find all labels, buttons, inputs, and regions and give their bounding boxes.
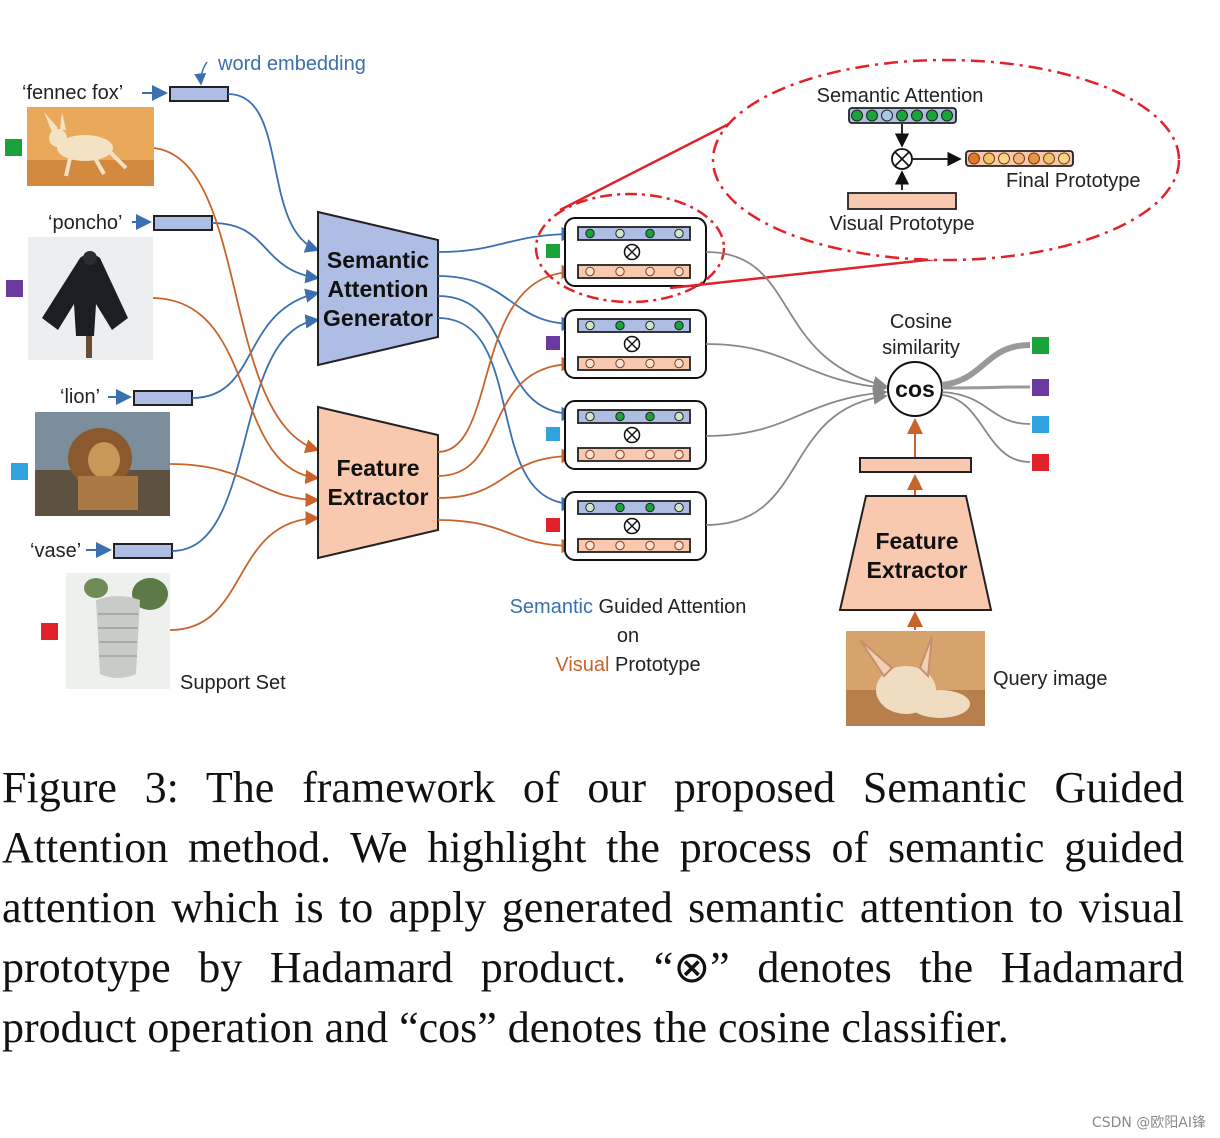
zoom-line-bottom	[669, 256, 946, 290]
svg-text:Generator: Generator	[323, 305, 433, 331]
cos-output-marker-3	[1032, 416, 1049, 433]
watermark: CSDN @欧阳AI锋	[1091, 1115, 1206, 1131]
attention-unit-2	[546, 309, 707, 379]
lion-image	[35, 412, 170, 516]
unit-class-marker	[546, 518, 560, 532]
cos-output-marker-2	[1032, 379, 1049, 396]
semantic-attention-bar	[577, 318, 691, 333]
semantic-attention-label: Semantic Attention	[817, 85, 984, 107]
svg-text:Visual Prototype: Visual Prototype	[555, 654, 700, 676]
word-embedding-bar-1	[169, 86, 229, 102]
svg-text:Semantic: Semantic	[327, 247, 429, 273]
feature-extractor: Feature Extractor	[317, 405, 439, 560]
unit-class-marker	[546, 427, 560, 441]
fennec-fox-image	[27, 107, 154, 186]
support-word-4: ‘vase’	[30, 540, 81, 562]
support-word-3: ‘lion’	[60, 386, 100, 408]
svg-text:Feature: Feature	[336, 455, 419, 481]
visual-prototype-bar	[577, 356, 691, 371]
cos-output-marker-4	[1032, 454, 1049, 471]
final-prototype-label: Final Prototype	[1006, 170, 1141, 192]
query-image	[846, 631, 985, 726]
attention-unit-3	[546, 400, 707, 470]
semantic-attention-bar	[577, 226, 691, 241]
cosine-title-line1: Cosine	[890, 311, 952, 333]
cos-output-lines	[941, 342, 1031, 463]
poncho-image	[28, 237, 153, 360]
cos-label: cos	[895, 376, 935, 402]
attention-unit-1	[546, 217, 707, 287]
query-feature-bar	[859, 457, 972, 473]
cosine-title-line2: similarity	[882, 337, 960, 359]
final-prototype-vector	[965, 150, 1074, 167]
figure-caption: Figure 3: The framework of our proposed …	[2, 763, 1184, 1052]
semantic-attention-generator: Semantic Attention Generator	[317, 210, 439, 367]
guided-attention-caption: Semantic Guided Attention on Visual Prot…	[510, 596, 747, 676]
semantic-attention-bar	[577, 500, 691, 515]
class-marker-red	[41, 623, 58, 640]
svg-text:Semantic Guided Attention: Semantic Guided Attention	[510, 596, 747, 618]
attention-units	[546, 217, 707, 561]
prototype-to-cos-lines	[705, 251, 888, 526]
visual-prototype-label: Visual Prototype	[829, 213, 974, 235]
visual-prototype-bar	[847, 192, 957, 210]
zoom-detail: Semantic Attention Visual Prototype Fina…	[817, 85, 1141, 235]
support-set-label: Support Set	[180, 672, 286, 694]
visual-prototype-bar	[577, 538, 691, 553]
extractor-to-prototype-lines	[437, 264, 576, 554]
semantic-attention-vector	[848, 107, 957, 124]
cos-output-markers	[1032, 337, 1049, 471]
svg-text:on: on	[617, 625, 639, 647]
svg-text:Attention: Attention	[328, 276, 429, 302]
visual-prototype-bar	[577, 447, 691, 462]
highlight-ellipse-large	[711, 58, 1181, 262]
svg-text:Extractor: Extractor	[867, 557, 968, 583]
framework-diagram: word embedding ‘fennec fox’ ‘poncho’ ‘li…	[5, 53, 1181, 726]
cos-output-marker-1	[1032, 337, 1049, 354]
unit-class-marker	[546, 244, 560, 258]
class-marker-green	[5, 139, 22, 156]
visual-prototype-bar	[577, 264, 691, 279]
support-word-1: ‘fennec fox’	[22, 82, 123, 104]
highlight-ellipse-small	[534, 192, 726, 304]
svg-text:Extractor: Extractor	[328, 484, 429, 510]
word-embedding-pointer	[194, 61, 208, 86]
word-embedding-bar-3	[133, 390, 193, 406]
query-image-label: Query image	[993, 668, 1108, 690]
word-embedding-bar-4	[113, 543, 173, 559]
word-embedding-bar-2	[153, 215, 213, 231]
svg-text:Feature: Feature	[875, 528, 958, 554]
image-to-extractor-lines	[152, 147, 320, 631]
support-word-2: ‘poncho’	[48, 212, 123, 234]
generator-to-attention-lines	[437, 226, 576, 512]
unit-class-marker	[546, 336, 560, 350]
semantic-attention-bar	[577, 409, 691, 424]
vase-image	[66, 573, 170, 689]
query-feature-extractor: Feature Extractor	[838, 495, 993, 611]
class-marker-cyan	[11, 463, 28, 480]
class-marker-purple	[6, 280, 23, 297]
attention-unit-4	[546, 491, 707, 561]
word-embedding-label: word embedding	[217, 53, 366, 75]
word-to-generator-lines	[171, 93, 320, 552]
